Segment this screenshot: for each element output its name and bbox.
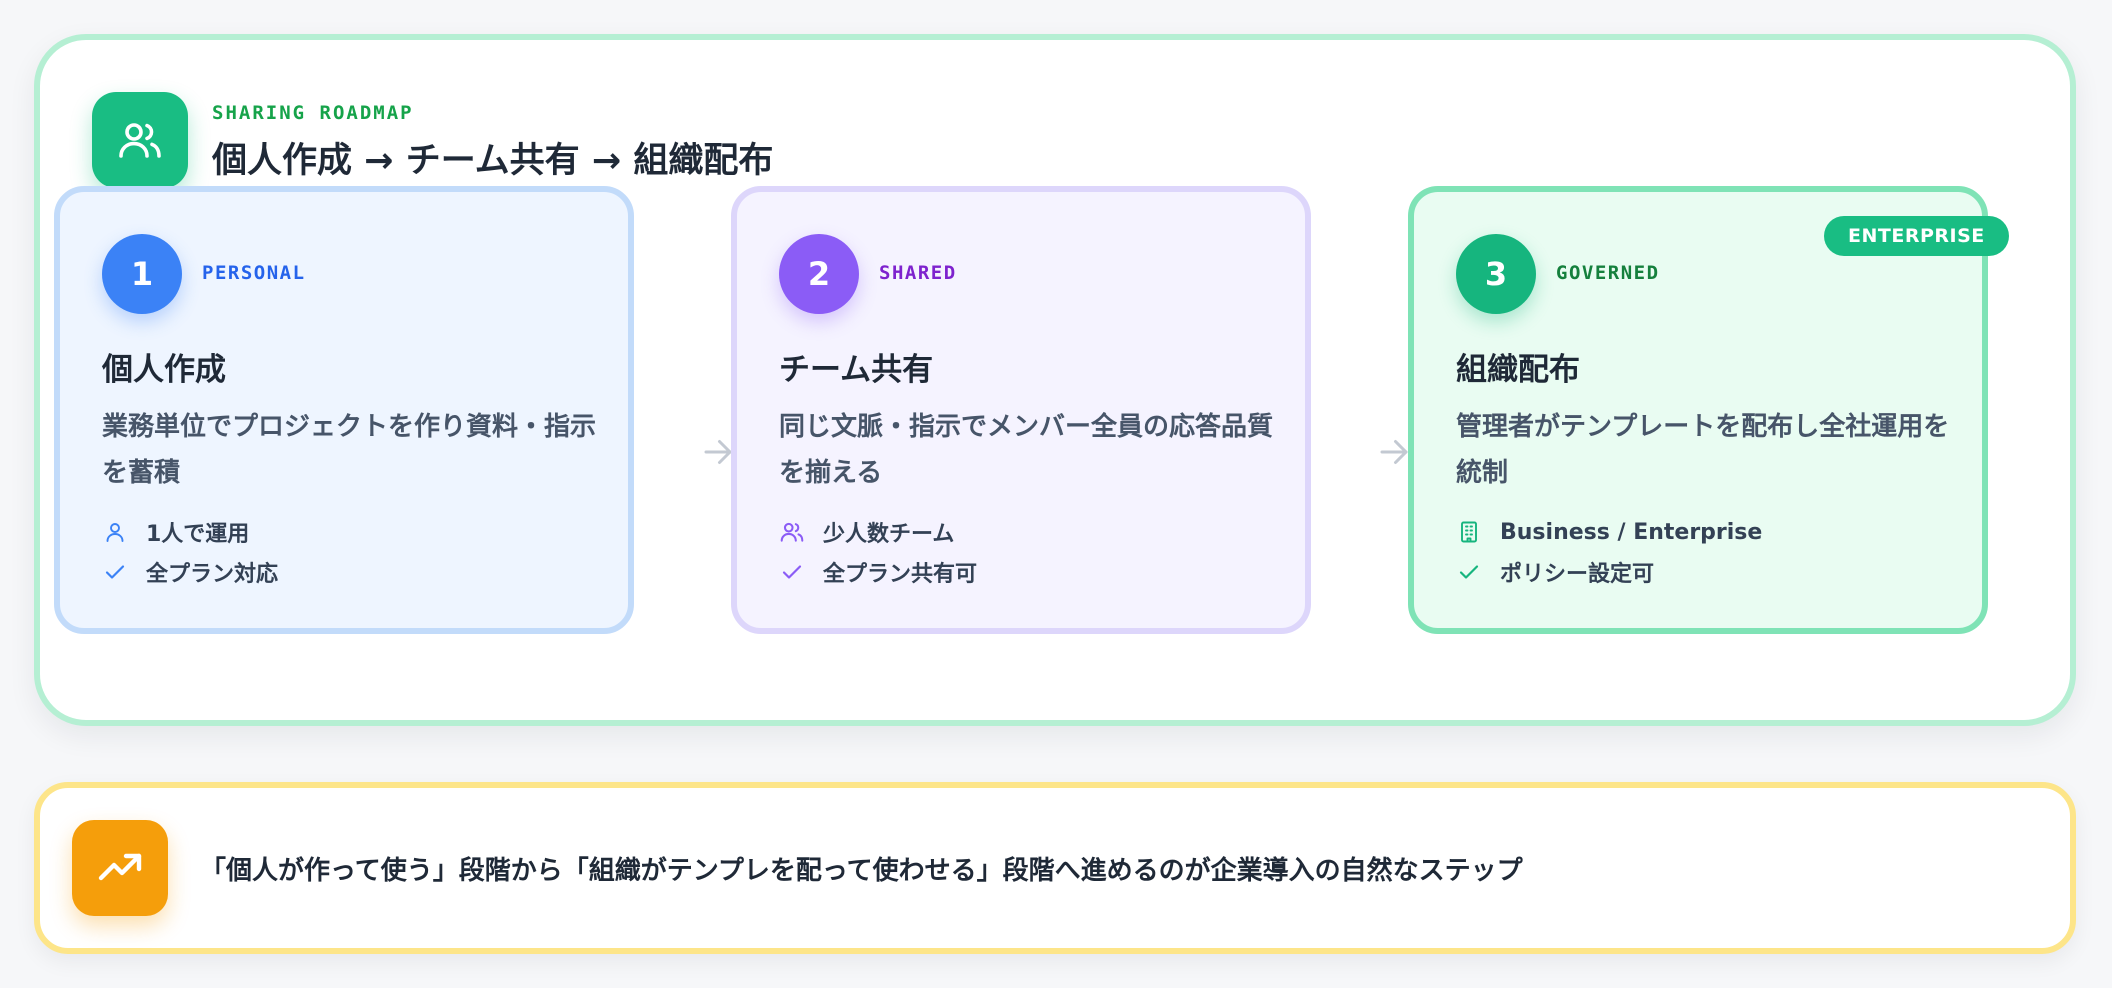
stage-number: 3 (1456, 234, 1536, 314)
check-icon (779, 559, 805, 585)
stage-feature: 全プラン共有可 (779, 554, 977, 590)
stage-title: 個人作成 (102, 352, 226, 388)
roadmap-title: 個人作成 → チーム共有 → 組織配布 (212, 141, 774, 181)
note-text: 「個人が作って使う」段階から「組織がテンプレを配って使わせる」段階へ進めるのが企… (200, 856, 1523, 886)
stage-feature: 1人で運用 (102, 514, 249, 550)
feature-label: ポリシー設定可 (1500, 562, 1655, 587)
check-icon (102, 559, 128, 585)
stage-personal: 1 PERSONAL 個人作成 業務単位でプロジェクトを作り資料・指示を蓄積 1… (54, 186, 634, 634)
note-card: 「個人が作って使う」段階から「組織がテンプレを配って使わせる」段階へ進めるのが企… (34, 782, 2076, 954)
feature-label: 全プラン対応 (146, 562, 279, 587)
stage-title: 組織配布 (1456, 352, 1580, 388)
feature-label: Business / Enterprise (1500, 519, 1763, 545)
stage-tag: PERSONAL (202, 262, 306, 284)
stage-feature: 少人数チーム (779, 514, 954, 550)
stage-number: 1 (102, 234, 182, 314)
users-icon (92, 92, 188, 188)
stage-feature: 全プラン対応 (102, 554, 278, 590)
feature-label: 少人数チーム (823, 522, 955, 547)
stage-description: 業務単位でプロジェクトを作り資料・指示を蓄積 (102, 412, 597, 488)
user-icon (102, 519, 128, 545)
stage-title: チーム共有 (779, 352, 934, 388)
stage-number: 2 (779, 234, 859, 314)
stage-feature: Business / Enterprise (1456, 514, 1762, 550)
stage-feature: ポリシー設定可 (1456, 554, 1654, 590)
enterprise-badge: ENTERPRISE (1824, 216, 2009, 256)
feature-label: 1人で運用 (146, 522, 250, 547)
stage-description: 同じ文脈・指示でメンバー全員の応答品質を揃える (779, 412, 1274, 488)
stage-tag: SHARED (879, 262, 957, 284)
stage-tag: GOVERNED (1556, 262, 1660, 284)
check-icon (1456, 559, 1482, 585)
feature-label: 全プラン共有可 (823, 562, 978, 587)
building-icon (1456, 519, 1482, 545)
stage-description: 管理者がテンプレートを配布し全社運用を統制 (1456, 412, 1950, 488)
users-icon (779, 519, 805, 545)
roadmap-eyebrow: SHARING ROADMAP (212, 102, 414, 124)
trending-up-icon (72, 820, 168, 916)
arrow-right-icon (1372, 430, 1416, 474)
stage-shared: 2 SHARED チーム共有 同じ文脈・指示でメンバー全員の応答品質を揃える 少… (731, 186, 1311, 634)
stage-governed: 3 GOVERNED 組織配布 管理者がテンプレートを配布し全社運用を統制 Bu… (1408, 186, 1988, 634)
arrow-right-icon (696, 430, 740, 474)
